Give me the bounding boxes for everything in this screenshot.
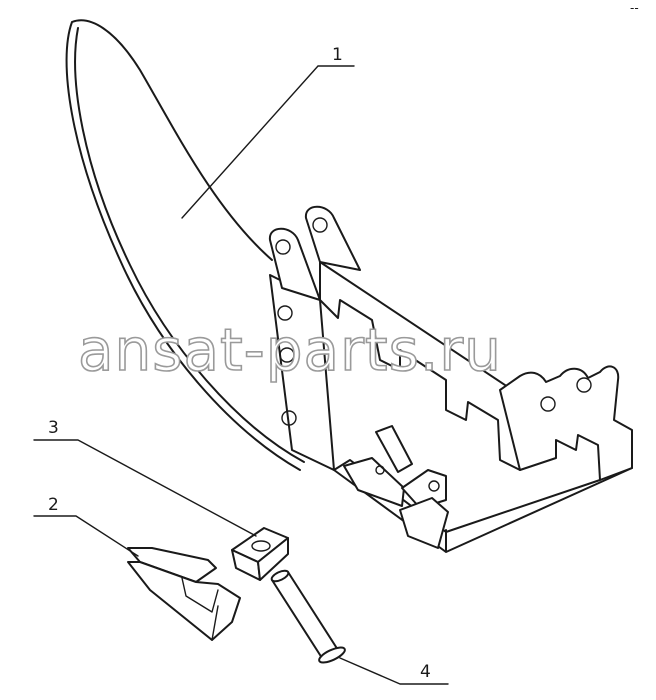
callout-4: 4 xyxy=(339,657,449,685)
front-lug-right xyxy=(304,205,361,271)
part-1-skid-assembly xyxy=(65,19,633,553)
bracket-hole xyxy=(540,396,556,412)
callout-number: 3 xyxy=(48,418,59,438)
lug-hole xyxy=(275,239,291,255)
part-4-bolt xyxy=(270,569,346,664)
mount-hole xyxy=(277,305,293,321)
callout-number: 2 xyxy=(48,495,59,515)
callout-2: 2 xyxy=(33,495,139,557)
lug-hole xyxy=(312,217,328,233)
mount-hole xyxy=(281,410,297,426)
watermark-text: ansat-parts.ru xyxy=(78,316,502,384)
callout-1: 1 xyxy=(181,45,355,219)
wedge-body xyxy=(127,561,241,641)
bracket-hole xyxy=(576,377,592,393)
callout-number: 4 xyxy=(420,662,431,682)
callout-3: 3 xyxy=(33,418,257,537)
part-2-wedge-tip xyxy=(127,547,241,641)
mount-hole xyxy=(279,347,295,363)
callout-number: 1 xyxy=(332,45,343,65)
front-lug-left xyxy=(268,227,321,301)
curved-blade xyxy=(65,19,305,471)
corner-mark: -- xyxy=(630,1,639,15)
rear-bracket xyxy=(499,365,633,481)
inner-rail xyxy=(319,261,521,471)
inner-clamp xyxy=(343,425,449,549)
